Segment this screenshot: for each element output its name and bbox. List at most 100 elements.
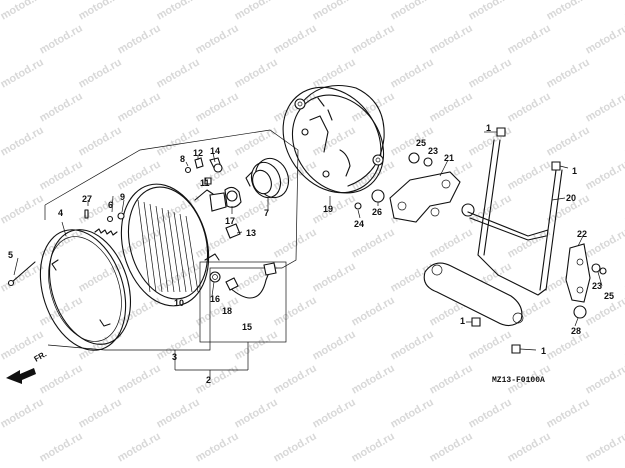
callout-25: 25: [416, 138, 426, 148]
watermark-text: motod.ru: [349, 158, 396, 192]
callout-24: 24: [354, 219, 364, 229]
watermark-text: motod.ru: [76, 328, 123, 362]
watermark-text: motod.ru: [349, 430, 396, 464]
watermark-text: motod.ru: [193, 22, 240, 56]
leader-lines: [13, 131, 603, 351]
direction-label: FR.: [33, 349, 49, 363]
watermark-text: motod.ru: [37, 90, 84, 124]
watermark-text: motod.ru: [115, 294, 162, 328]
callout-19: 19: [323, 204, 333, 214]
callout-22: 22: [577, 229, 587, 239]
watermark-text: motod.ru: [154, 396, 201, 430]
watermark-text: motod.ru: [583, 22, 625, 56]
callout-20: 20: [566, 193, 576, 203]
watermark-text: motod.ru: [310, 396, 357, 430]
watermark-text: motod.ru: [349, 226, 396, 260]
callout-1: 1: [460, 316, 465, 326]
watermark-text: motod.ru: [193, 90, 240, 124]
watermark-text: motod.ru: [154, 328, 201, 362]
callout-1: 1: [541, 346, 546, 356]
watermark-text: motod.ru: [310, 124, 357, 158]
watermark-text: motod.ru: [310, 328, 357, 362]
callout-7: 7: [264, 208, 269, 218]
watermark-text: motod.ru: [505, 430, 552, 464]
callout-27: 27: [82, 194, 92, 204]
watermark-text: motod.ru: [427, 362, 474, 396]
watermark-text: motod.ru: [76, 396, 123, 430]
callout-9: 9: [120, 192, 125, 202]
watermark-text: motod.ru: [0, 260, 46, 294]
watermark-text: motod.ru: [388, 0, 435, 23]
headlight-unit: [120, 183, 220, 307]
callout-21: 21: [444, 153, 454, 163]
watermark-text: motod.ru: [115, 90, 162, 124]
callout-2: 2: [206, 375, 211, 385]
watermark-text: motod.ru: [310, 260, 357, 294]
assembly-outline: [44, 129, 299, 378]
watermark-text: motod.ru: [544, 328, 591, 362]
watermark-text: motod.ru: [76, 56, 123, 90]
watermark-text: motod.ru: [271, 226, 318, 260]
callout-1: 1: [572, 166, 577, 176]
watermark-text: motod.ru: [115, 430, 162, 464]
callout-23: 23: [428, 146, 438, 156]
watermark-text: motod.ru: [583, 362, 625, 396]
callout-25: 25: [604, 291, 614, 301]
watermark-text: motod.ru: [232, 0, 279, 23]
watermark-text: motod.ru: [154, 56, 201, 90]
watermark-text: motod.ru: [583, 158, 625, 192]
callout-6: 6: [108, 200, 113, 210]
watermark-text: motod.ru: [0, 396, 46, 430]
callout-10: 10: [174, 298, 184, 308]
watermark-text: motod.ru: [37, 430, 84, 464]
callout-16: 16: [210, 294, 220, 304]
watermark-text: motod.ru: [310, 192, 357, 226]
callout-1: 1: [486, 123, 491, 133]
adjust-spring: [84, 209, 125, 236]
watermark-text: motod.ru: [583, 90, 625, 124]
watermark-text: motod.ru: [583, 430, 625, 464]
watermark-text: motod.ru: [37, 158, 84, 192]
bulb-assembly: [184, 157, 242, 239]
callout-5: 5: [8, 250, 13, 260]
callout-14: 14: [210, 146, 220, 156]
dust-cover: [245, 157, 290, 199]
watermark-text: motod.ru: [544, 0, 591, 23]
watermark-text: motod.ru: [388, 396, 435, 430]
callout-28: 28: [571, 326, 581, 336]
watermark-text: motod.ru: [232, 396, 279, 430]
watermark-text: motod.ru: [37, 22, 84, 56]
watermark-text: motod.ru: [115, 22, 162, 56]
watermark-text: motod.ru: [310, 0, 357, 23]
watermark-text: motod.ru: [0, 124, 46, 158]
watermark-text: motod.ru: [583, 226, 625, 260]
position-light-wiring: [209, 262, 277, 299]
watermark-text: motod.ru: [115, 362, 162, 396]
headlight-case: [282, 84, 385, 194]
callout-11: 11: [200, 178, 210, 188]
watermark-text: motod.ru: [466, 328, 513, 362]
watermark-text: motod.ru: [349, 22, 396, 56]
callout-13: 13: [246, 228, 256, 238]
callout-labels: 1111234567891011121314151617181920212223…: [8, 123, 614, 385]
bolt-set: [471, 127, 561, 354]
watermark-text: motod.ru: [271, 294, 318, 328]
left-stay-bracket: [389, 171, 475, 223]
watermark-text: motod.ru: [505, 158, 552, 192]
callout-12: 12: [193, 148, 203, 158]
watermark-text: motod.ru: [76, 124, 123, 158]
headlight-stay-frame: [423, 139, 591, 327]
callout-3: 3: [172, 352, 177, 362]
watermark-text: motod.ru: [427, 226, 474, 260]
watermark-text: motod.ru: [466, 56, 513, 90]
watermark-text: motod.ru: [37, 362, 84, 396]
watermark-text: motod.ru: [544, 56, 591, 90]
callout-17: 17: [225, 216, 235, 226]
watermark-text: motod.ru: [0, 192, 46, 226]
watermark-text: motod.ru: [193, 362, 240, 396]
watermark-text: motod.ru: [0, 0, 46, 23]
watermark-text: motod.ru: [388, 56, 435, 90]
callout-26: 26: [372, 207, 382, 217]
